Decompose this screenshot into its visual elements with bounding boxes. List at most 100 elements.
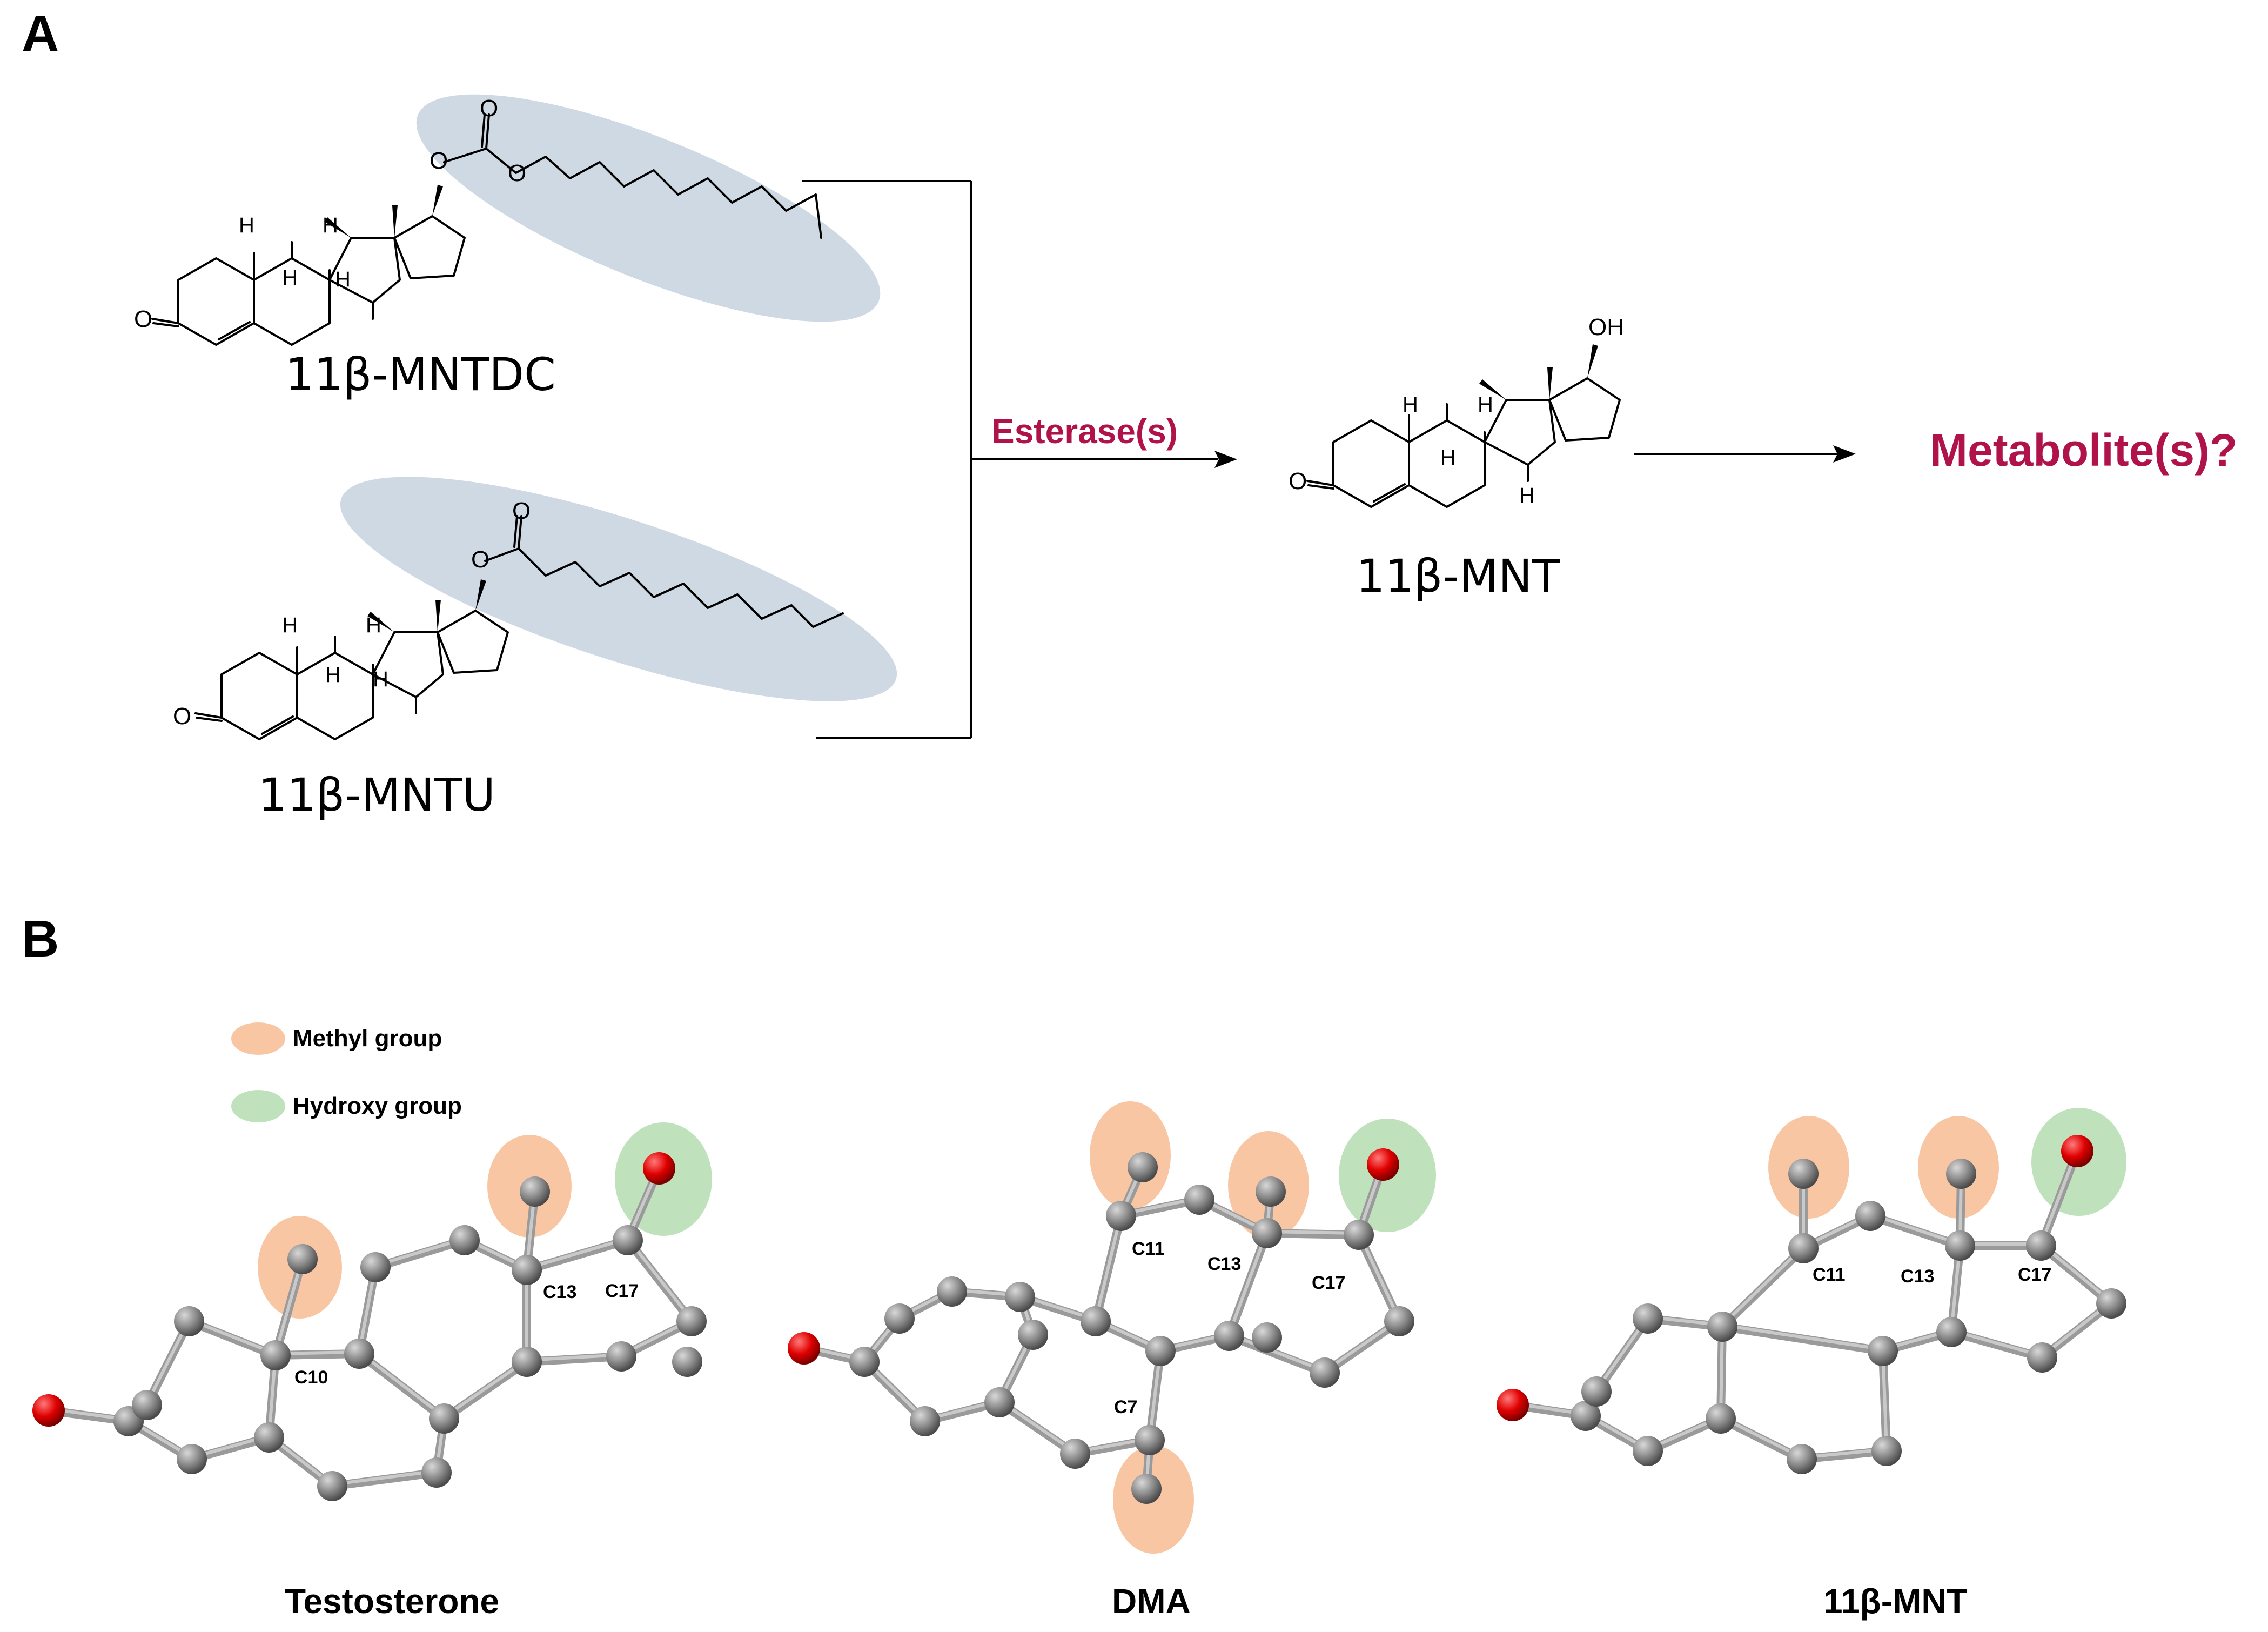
mnt-carbon-atom-1 bbox=[1571, 1401, 1601, 1431]
testosterone-carbon-atom-2 bbox=[132, 1390, 162, 1420]
model-name-testosterone: Testosterone bbox=[285, 1582, 499, 1621]
mnt-carbon-atom-9 bbox=[1868, 1336, 1898, 1366]
mnt-carbon-atom-3 bbox=[1633, 1303, 1663, 1334]
mntu-o-carbonyl: O bbox=[512, 498, 531, 524]
ester-chain-highlight-2 bbox=[340, 477, 897, 701]
legend-swatch-hydroxy bbox=[231, 1090, 285, 1122]
compound-name-11b-mntdc: 11β-MNTDC bbox=[285, 348, 556, 401]
testosterone-carbon-atom-4 bbox=[254, 1422, 284, 1453]
mntdc-o-ester: O bbox=[430, 148, 448, 174]
ester-chain-highlight-1 bbox=[416, 94, 881, 322]
mnt-bond-shine-14 bbox=[1869, 1213, 1962, 1246]
mntdc-o-keto: O bbox=[134, 306, 152, 332]
testosterone-carbon-atom-15 bbox=[520, 1176, 550, 1207]
testosterone-carbon-atom-14 bbox=[512, 1255, 542, 1285]
testosterone-carbon-atom-12 bbox=[360, 1252, 391, 1282]
compound-11b-mntdc-structure bbox=[151, 113, 822, 346]
mnt-carbon-atom-12 bbox=[1855, 1201, 1885, 1231]
mnt-o-keto: O bbox=[1289, 468, 1307, 494]
dma-label-c11: C11 bbox=[1132, 1239, 1165, 1259]
mnt-carbon-atom-13 bbox=[1945, 1230, 1975, 1261]
mnt-carbon-atom-6 bbox=[1707, 1312, 1737, 1342]
dma-carbon-atom-14 bbox=[1252, 1218, 1282, 1248]
mntu-h-2: H bbox=[366, 613, 381, 637]
model-name-dma: DMA bbox=[1112, 1582, 1191, 1621]
dma-carbon-atom-6 bbox=[910, 1406, 940, 1436]
mntu-h-1: H bbox=[282, 613, 298, 637]
dma-carbon-atom-16 bbox=[1214, 1321, 1244, 1351]
mnt-carbon-atom-4 bbox=[1633, 1436, 1663, 1466]
reaction-bracket bbox=[802, 180, 1218, 739]
testosterone-carbon-atom-5 bbox=[260, 1340, 291, 1370]
dma-carbon-atom-18 bbox=[1384, 1306, 1414, 1336]
legend-swatch-methyl bbox=[231, 1022, 285, 1055]
mnt-carbon-atom-8 bbox=[1871, 1436, 1902, 1466]
mnt-oh: OH bbox=[1588, 314, 1624, 340]
mntdc-o-carbonyl: O bbox=[480, 95, 498, 122]
mnt-carbon-atom-2 bbox=[1581, 1376, 1612, 1407]
testosterone-carbon-atom-18 bbox=[613, 1225, 643, 1255]
mnt-bond-shine-10 bbox=[1721, 1323, 1884, 1351]
mnt-bond-shine-22 bbox=[1950, 1329, 2044, 1357]
mntdc-h-4: H bbox=[335, 267, 351, 291]
dma-label-c7: C7 bbox=[1114, 1397, 1137, 1417]
reaction-arrow-head-2 bbox=[1833, 445, 1856, 463]
legend-label-methyl: Methyl group bbox=[293, 1025, 442, 1052]
mntu-o-keto: O bbox=[173, 703, 191, 730]
testosterone-carbon-atom-8 bbox=[344, 1339, 374, 1369]
dma-carbon-atom-10 bbox=[1145, 1336, 1176, 1366]
mnt-h-2: H bbox=[1478, 393, 1493, 417]
dma-oxygen-atom-0 bbox=[788, 1332, 820, 1365]
mnt-carbon-atom-7 bbox=[1787, 1444, 1817, 1474]
testosterone-bond-shine-18 bbox=[442, 1359, 528, 1419]
model-testosterone bbox=[32, 1122, 712, 1501]
dma-carbon-atom-11 bbox=[1106, 1201, 1136, 1231]
dma-carbon-atom-15 bbox=[1252, 1322, 1282, 1353]
mnt-label-c11: C11 bbox=[1813, 1265, 1846, 1285]
mnt-h-1: H bbox=[1403, 393, 1418, 417]
testosterone-bond-shine-10 bbox=[331, 1469, 438, 1486]
mnt-oxygen-atom-0 bbox=[1497, 1389, 1529, 1421]
testosterone-carbon-atom-11 bbox=[429, 1403, 459, 1434]
dma-bond-shine-20 bbox=[1265, 1230, 1360, 1235]
legend-label-hydroxy: Hydroxy group bbox=[293, 1093, 462, 1119]
model-11b-mnt bbox=[1497, 1108, 2126, 1474]
testosterone-label-c17: C17 bbox=[605, 1281, 639, 1301]
mnt-label-c17: C17 bbox=[2018, 1265, 2051, 1285]
mnt-carbon-atom-15 bbox=[1936, 1317, 1967, 1347]
testosterone-carbon-atom-9 bbox=[317, 1471, 347, 1501]
testosterone-carbon-atom-6 bbox=[174, 1306, 204, 1336]
testosterone-carbon-atom-13 bbox=[449, 1225, 480, 1255]
dma-carbon-atom-19 bbox=[1310, 1357, 1340, 1388]
dma-carbon-atom-7 bbox=[1081, 1306, 1111, 1336]
dma-bond-shine-18 bbox=[1227, 1230, 1269, 1336]
dma-carbon-atom-3 bbox=[937, 1276, 967, 1307]
mnt-carbon-atom-16 bbox=[2026, 1230, 2056, 1261]
dma-carbon-atom-5 bbox=[984, 1387, 1015, 1417]
testosterone-carbon-atom-21 bbox=[672, 1347, 702, 1377]
testosterone-carbon-atom-10 bbox=[421, 1457, 452, 1488]
testosterone-carbon-atom-17 bbox=[606, 1341, 636, 1372]
dma-carbon-atom-17 bbox=[1344, 1220, 1374, 1250]
testosterone-label-c10: C10 bbox=[294, 1367, 328, 1388]
dma-carbon-atom-4 bbox=[1005, 1282, 1035, 1312]
testosterone-oxygen-atom-19 bbox=[643, 1152, 675, 1185]
dma-label-c17: C17 bbox=[1312, 1273, 1345, 1293]
dma-carbon-atom-13 bbox=[1184, 1185, 1214, 1215]
mnt-carbon-atom-5 bbox=[1706, 1403, 1736, 1434]
mntdc-h-3: H bbox=[282, 266, 298, 290]
testosterone-carbon-atom-16 bbox=[512, 1347, 542, 1377]
metabolite-label: Metabolite(s)? bbox=[1930, 425, 2237, 476]
mntdc-o-link: O bbox=[508, 160, 526, 186]
compound-11b-mnt-structure bbox=[1306, 344, 1621, 508]
dma-carbon-atom-23 bbox=[1018, 1320, 1048, 1350]
dma-bond-shine-13 bbox=[1094, 1213, 1123, 1321]
compound-name-11b-mnt: 11β-MNT bbox=[1356, 550, 1560, 603]
legend: Methyl group Hydroxy group bbox=[231, 1022, 462, 1122]
dma-carbon-atom-12 bbox=[1128, 1152, 1158, 1182]
mntu-h-3: H bbox=[325, 663, 341, 687]
mnt-bond-shine-11 bbox=[1721, 1245, 1805, 1327]
mntu-h-4: H bbox=[373, 667, 388, 691]
mnt-carbon-atom-11 bbox=[1788, 1159, 1819, 1189]
